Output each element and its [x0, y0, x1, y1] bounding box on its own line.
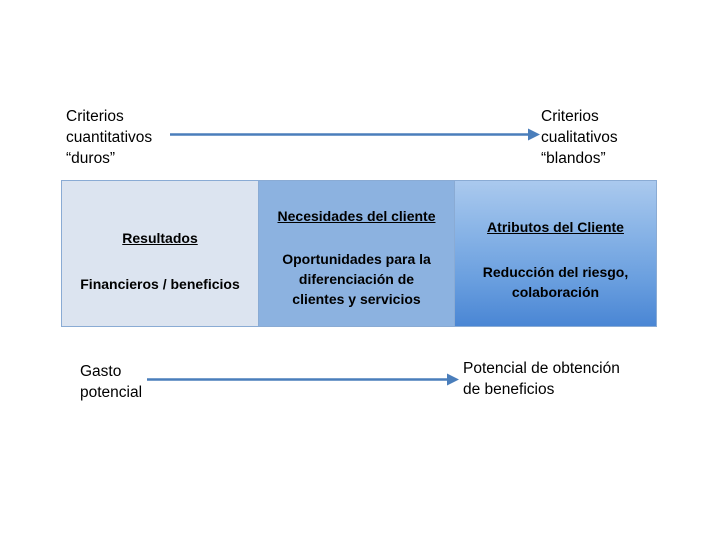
panel-resultados[interactable]: Resultados Financieros / beneficios	[61, 180, 259, 327]
bottom-right-arrow-icon	[147, 373, 459, 386]
bottom-right-label: Potencial de obtención de beneficios	[463, 360, 620, 398]
panel-necesidades[interactable]: Necesidades del cliente Oportunidades pa…	[258, 180, 455, 327]
bottom-left-label: Gasto potencial	[80, 363, 143, 401]
panel-resultados-title: Resultados	[122, 230, 198, 246]
panel-necesidades-title: Necesidades del cliente	[277, 208, 436, 224]
top-right-arrow-icon	[170, 128, 540, 141]
panel-necesidades-body: Oportunidades para la diferenciación de …	[282, 251, 431, 307]
panel-atributos[interactable]: Atributos del Cliente Reducción del ries…	[454, 180, 657, 327]
panel-resultados-body: Financieros / beneficios	[80, 276, 240, 292]
panel-band: Resultados Financieros / beneficios Nece…	[61, 180, 658, 327]
top-right-label: Criterios cualitativos “blandos”	[541, 108, 618, 167]
top-left-label: Criterios cuantitativos “duros”	[66, 108, 153, 167]
panel-atributos-body: Reducción del riesgo, colaboración	[482, 264, 629, 300]
panel-atributos-title: Atributos del Cliente	[487, 219, 624, 235]
